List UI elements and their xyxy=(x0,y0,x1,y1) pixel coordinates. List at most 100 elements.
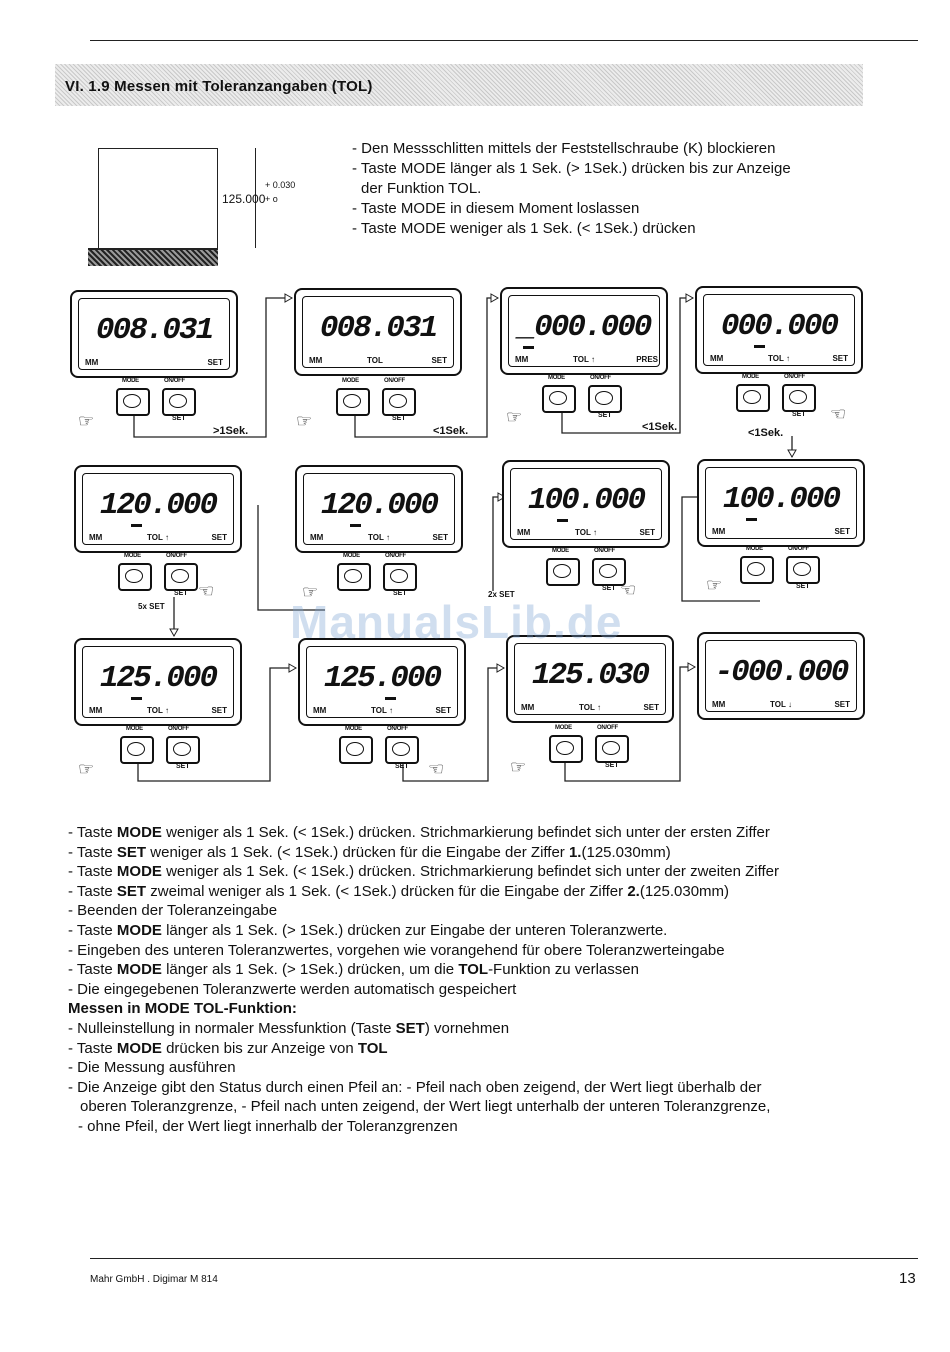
onoff-label: ON/OFF xyxy=(387,726,408,732)
pointing-hand-icon: ☜ xyxy=(428,759,445,779)
onoff-set-button[interactable] xyxy=(166,736,200,764)
flow-arrow-icon xyxy=(787,449,797,459)
mode-button[interactable] xyxy=(118,563,152,591)
flow-line xyxy=(133,297,292,438)
onoff-set-button[interactable] xyxy=(588,385,622,413)
mode-button[interactable] xyxy=(337,563,371,591)
pointing-hand-icon: ☞ xyxy=(296,411,313,431)
onoff-set-button[interactable] xyxy=(782,384,816,412)
unit-label: MM xyxy=(521,703,535,712)
unit-label: MM xyxy=(515,355,529,364)
gauge-value: 125.000 xyxy=(222,192,266,206)
mode-button[interactable] xyxy=(736,384,770,412)
mode-label: MODE xyxy=(126,726,143,732)
flow-arrow-icon xyxy=(288,663,298,673)
onoff-set-button[interactable] xyxy=(385,736,419,764)
tol-arrow-icon: ↑ xyxy=(164,706,169,715)
mode-label: MODE xyxy=(555,725,572,731)
lcd-reading: -000.000 xyxy=(714,655,850,690)
bold-text: SET xyxy=(395,1019,425,1037)
mode-button[interactable] xyxy=(336,388,370,416)
set-label: SET xyxy=(211,533,227,542)
mode-button[interactable] xyxy=(546,558,580,586)
mode-button[interactable] xyxy=(542,385,576,413)
step-note: 2x SET xyxy=(488,590,515,599)
mode-label: MODE xyxy=(342,378,359,384)
text: - Die Messung ausführen xyxy=(68,1059,236,1077)
mode-button[interactable] xyxy=(339,736,373,764)
gauge-block xyxy=(98,148,218,249)
onoff-label: ON/OFF xyxy=(597,725,618,731)
bold-text: TOL xyxy=(357,1039,388,1057)
onoff-set-button[interactable] xyxy=(383,563,417,591)
unit-label: MM xyxy=(310,533,324,542)
mode-button[interactable] xyxy=(120,736,154,764)
flow-connectors xyxy=(133,293,797,782)
unit-label: MM xyxy=(517,528,531,537)
onoff-set-button[interactable] xyxy=(595,735,629,763)
mode-button[interactable] xyxy=(116,388,150,416)
onoff-label: ON/OFF xyxy=(385,553,406,559)
bold-text: SET xyxy=(116,882,147,900)
pointing-hand-icon: ☞ xyxy=(506,407,523,427)
set-label: SET xyxy=(211,706,227,715)
digit-cursor xyxy=(131,524,142,527)
onoff-set-button[interactable] xyxy=(786,556,820,584)
text: weniger als 1 Sek. (< 1Sek.) drücken. St… xyxy=(161,863,780,881)
set-label: SET xyxy=(643,703,659,712)
set-button-label: SET xyxy=(172,415,186,422)
pointing-hand-icon: ☞ xyxy=(706,575,723,595)
step-note: >1Sek. xyxy=(213,425,249,437)
instruction-line: - Taste SET weniger als 1 Sek. (< 1Sek.)… xyxy=(68,843,779,863)
set-label: SET xyxy=(435,706,451,715)
onoff-set-button[interactable] xyxy=(592,558,626,586)
instruction-line: - Taste MODE weniger als 1 Sek. (< 1Sek.… xyxy=(68,823,779,843)
gauge-base xyxy=(88,248,218,266)
tol-indicator: TOL ↑ xyxy=(768,354,790,363)
instruction-line: - Taste SET zweimal weniger als 1 Sek. (… xyxy=(68,882,779,902)
instruction-line: - Taste MODE drücken bis zur Anzeige von… xyxy=(68,1039,779,1059)
pointing-hand-icon: ☞ xyxy=(78,759,95,779)
section-header: VI. 1.9 Messen mit Toleranzangaben (TOL) xyxy=(55,64,863,106)
mode-button[interactable] xyxy=(549,735,583,763)
mode-label: MODE xyxy=(124,553,141,559)
onoff-label: ON/OFF xyxy=(384,378,405,384)
unit-label: MM xyxy=(89,706,103,715)
tol-arrow-icon: ↑ xyxy=(388,706,393,715)
pointing-hand-icon: ☞ xyxy=(78,411,95,431)
instruction-list: - Taste MODE weniger als 1 Sek. (< 1Sek.… xyxy=(68,823,779,1137)
text: - Beenden der Toleranzeingabe xyxy=(68,902,278,920)
tol-arrow-icon: ↑ xyxy=(785,354,790,363)
flow-line xyxy=(402,667,504,782)
onoff-set-button[interactable] xyxy=(162,388,196,416)
preset-label: PRES xyxy=(636,355,658,364)
lcd-reading: 120.000 xyxy=(320,488,439,523)
set-button-label: SET xyxy=(796,583,810,590)
pointing-hand-icon: ☜ xyxy=(620,580,637,600)
unit-label: MM xyxy=(712,527,726,536)
tol-indicator: TOL ↓ xyxy=(770,700,792,709)
flow-line xyxy=(137,667,296,782)
onoff-set-button[interactable] xyxy=(164,563,198,591)
set-button-label: SET xyxy=(174,590,188,597)
lcd-reading: 100.000 xyxy=(722,482,841,517)
tol-arrow-icon: ↑ xyxy=(596,703,601,712)
mode-button[interactable] xyxy=(740,556,774,584)
mode-label: MODE xyxy=(742,374,759,380)
unit-label: MM xyxy=(85,358,99,367)
onoff-set-button[interactable] xyxy=(382,388,416,416)
tol-arrow-icon: ↑ xyxy=(385,533,390,542)
gauge-tolerance: + 0.030 + o xyxy=(265,180,296,204)
